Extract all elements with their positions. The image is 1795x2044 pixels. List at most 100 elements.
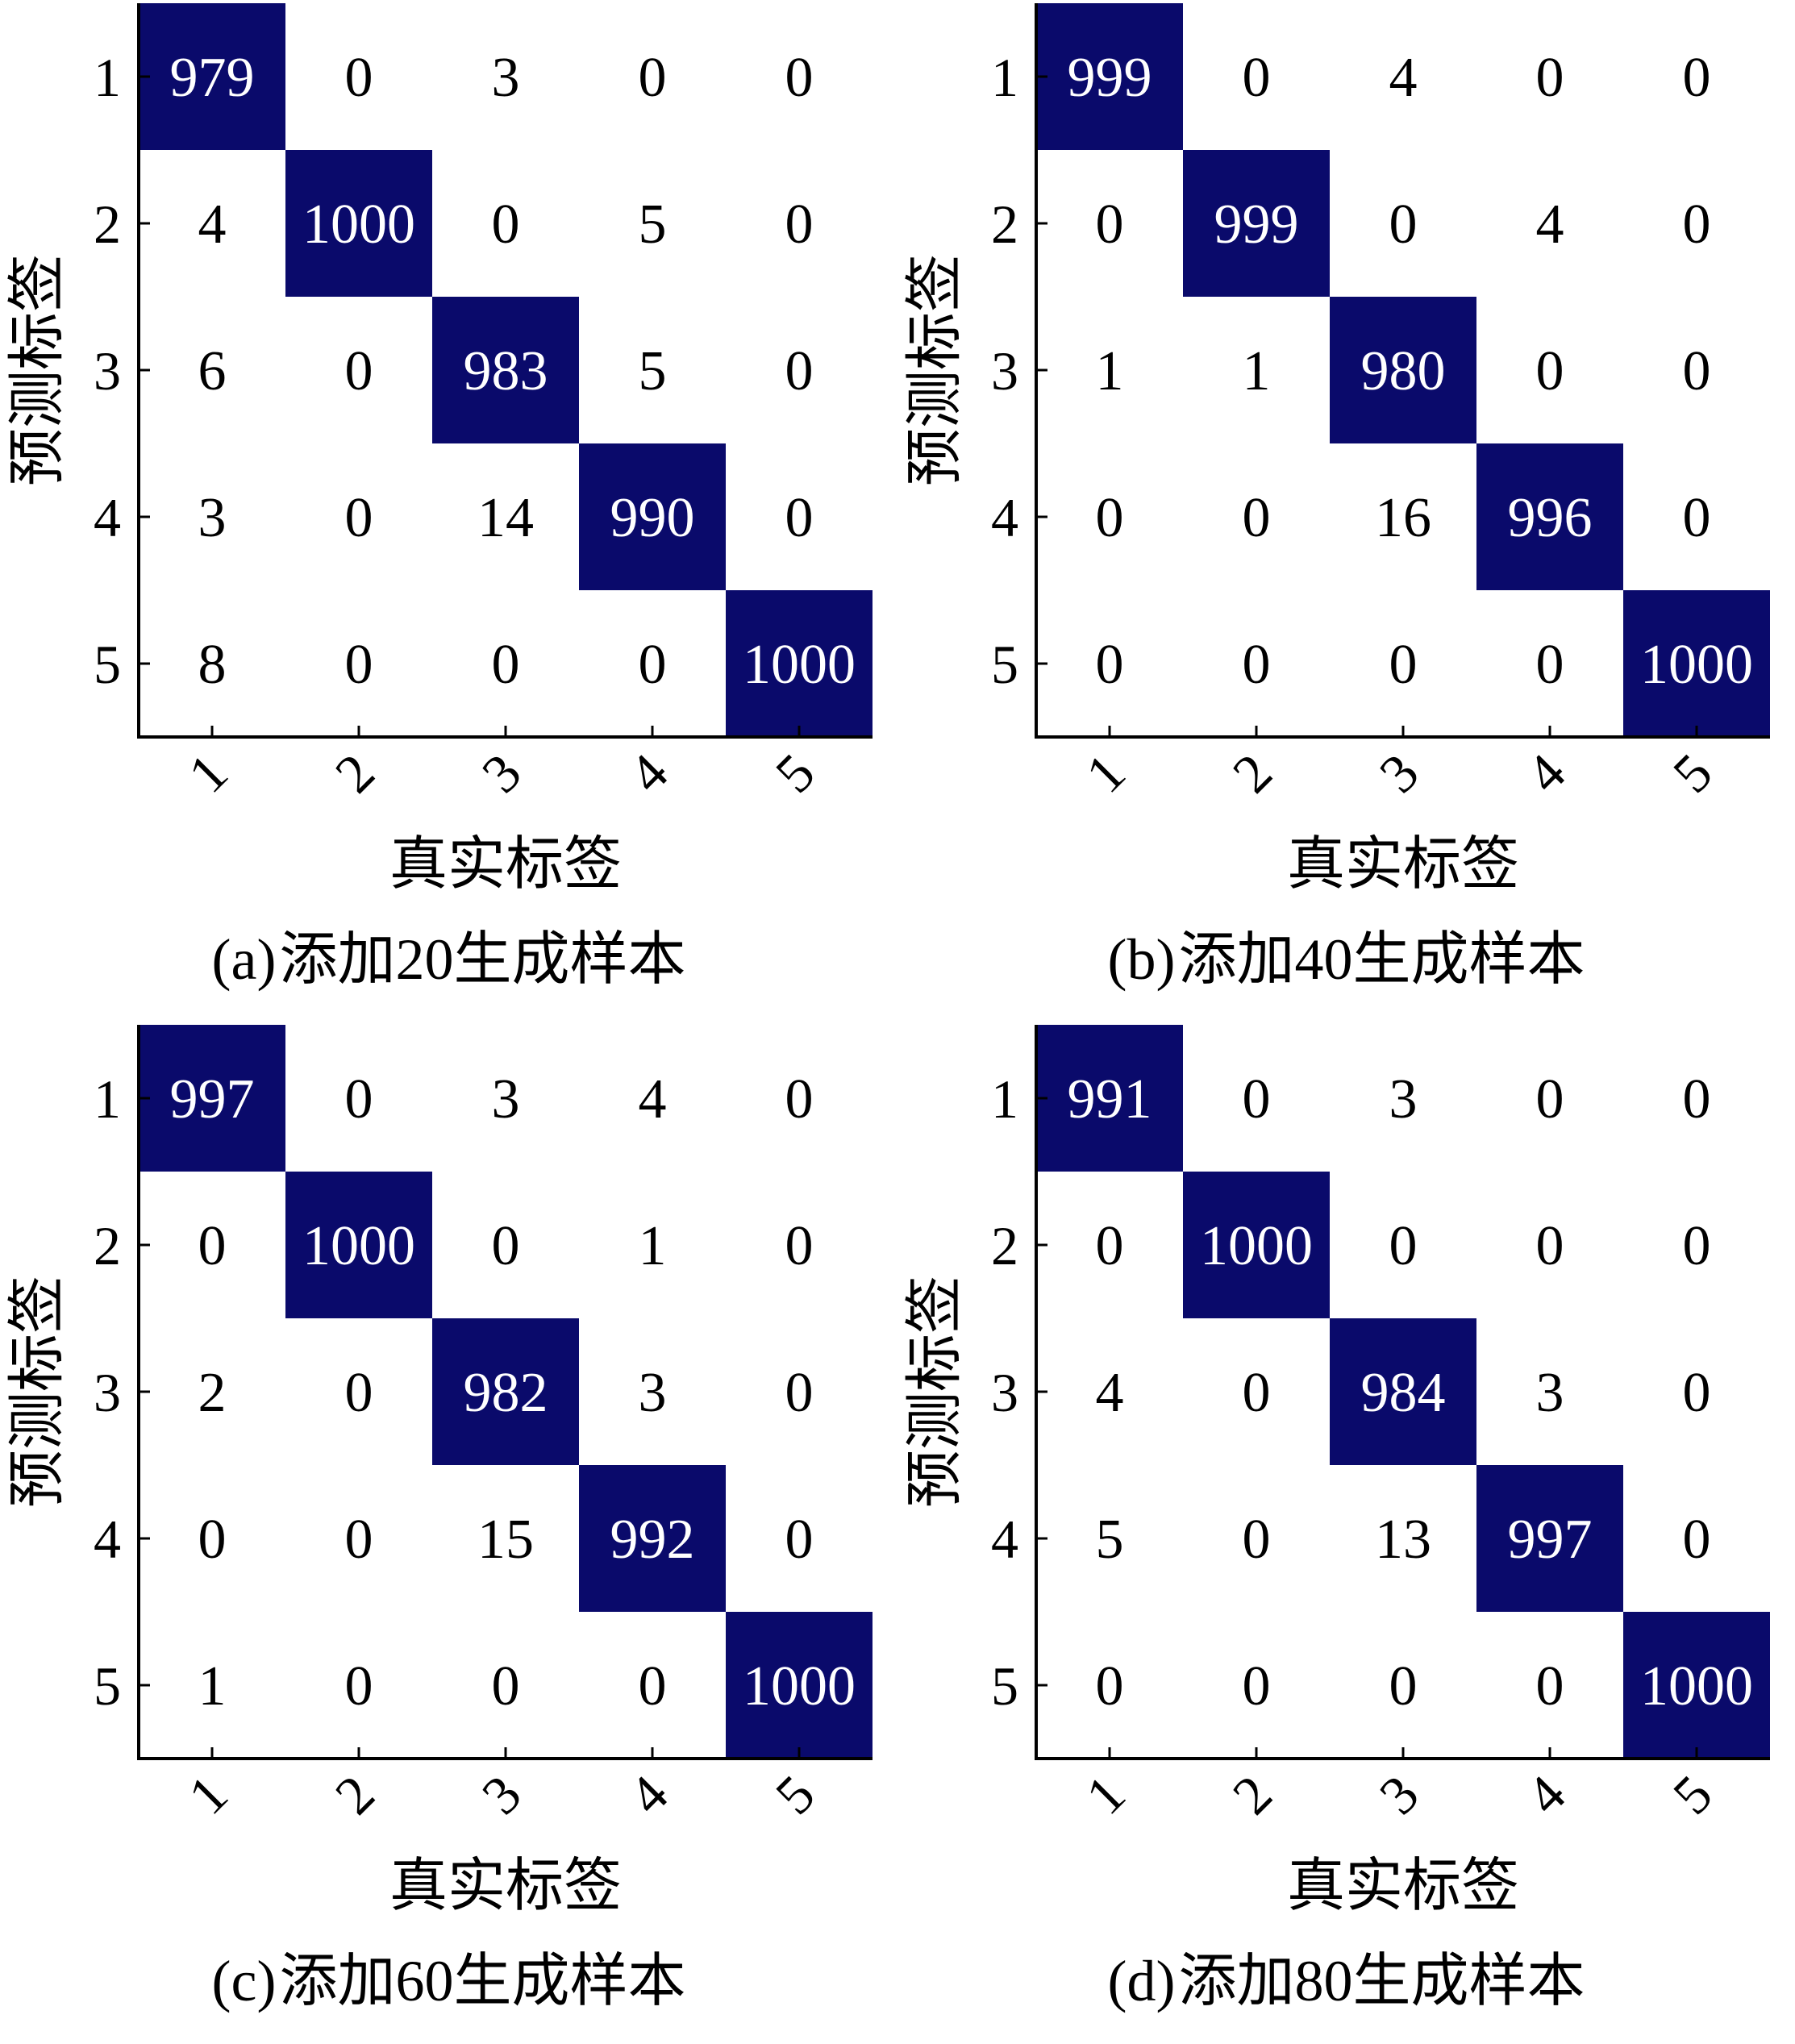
y-tick-label: 2: [991, 1215, 1018, 1276]
cell-value: 0: [1096, 1655, 1124, 1717]
cell-value: 1: [198, 1655, 227, 1717]
matrix-cell: [432, 443, 579, 590]
cell-value: 3: [1536, 1362, 1564, 1424]
cell-value: 0: [492, 1215, 520, 1277]
cell-value: 4: [1389, 47, 1418, 109]
cell-value: 0: [1243, 1362, 1271, 1424]
matrix-cell: [1623, 1172, 1770, 1318]
cell-value: 0: [785, 1068, 814, 1130]
cell-value: 14: [477, 487, 534, 549]
cell-value: 16: [1375, 487, 1431, 549]
matrix-cell: [1623, 1318, 1770, 1465]
cell-value: 0: [785, 1215, 814, 1277]
x-tick-label: 1: [1074, 1763, 1137, 1826]
caption-text: 添加60生成样本: [279, 1949, 686, 2013]
matrix-cell: [1036, 443, 1183, 590]
cell-value: 5: [1096, 1509, 1124, 1571]
matrix-cell: [726, 590, 873, 737]
cell-value: 3: [492, 47, 520, 109]
cell-value: 3: [639, 1362, 667, 1424]
cell-value: 0: [785, 1362, 814, 1424]
matrix-cell: [579, 1465, 726, 1612]
matrix-cell: [1183, 1612, 1330, 1759]
caption-label: (a): [211, 927, 277, 992]
matrix-cell: [726, 443, 873, 590]
y-tick-label: 1: [94, 47, 121, 108]
matrix-cell: [285, 1465, 432, 1612]
cell-value: 0: [1096, 487, 1124, 549]
matrix-cell: [1476, 1025, 1623, 1172]
cell-value: 0: [1389, 194, 1418, 256]
cell-value: 5: [639, 340, 667, 402]
cell-value: 982: [464, 1362, 548, 1424]
cell-value: 0: [639, 1655, 667, 1717]
matrix-cell: [726, 1465, 873, 1612]
cell-value: 6: [198, 340, 227, 402]
matrix-cell: [1183, 297, 1330, 443]
matrix-cell: [579, 150, 726, 297]
matrix-cell: [1036, 1172, 1183, 1318]
cell-value: 0: [1683, 1362, 1711, 1424]
matrix-cell: [1476, 150, 1623, 297]
matrix-cell: [1476, 590, 1623, 737]
y-tick-label: 5: [991, 1655, 1018, 1717]
matrix-cell: [139, 3, 285, 150]
y-tick-label: 5: [991, 634, 1018, 695]
y-tick-label: 2: [94, 1215, 121, 1276]
cell-value: 0: [785, 194, 814, 256]
matrix-cell: [1036, 590, 1183, 737]
y-tick-label: 1: [991, 47, 1018, 108]
y-tick-label: 3: [991, 340, 1018, 402]
y-tick-label: 3: [991, 1362, 1018, 1423]
matrix-cell: [1183, 1172, 1330, 1318]
x-tick-label: 1: [177, 742, 239, 805]
matrix-cell: [1623, 150, 1770, 297]
caption-d: (d)添加80生成样本: [898, 1949, 1795, 2013]
matrix-cell: [726, 3, 873, 150]
cell-value: 1000: [1640, 1655, 1753, 1717]
cell-value: 0: [345, 1655, 373, 1717]
x-tick-label: 3: [1368, 1763, 1431, 1826]
y-axis-title: 预测标签: [903, 1276, 968, 1508]
cell-value: 0: [1683, 1509, 1711, 1571]
cell-value: 0: [1683, 1068, 1711, 1130]
cell-value: 0: [639, 634, 667, 696]
matrix-cell: [139, 1612, 285, 1759]
matrix-cell: [1036, 150, 1183, 297]
cell-value: 0: [1243, 1655, 1271, 1717]
cell-value: 4: [1536, 194, 1564, 256]
matrix-cell: [139, 1172, 285, 1318]
matrix-cell: [432, 150, 579, 297]
matrix-cell: [432, 1612, 579, 1759]
cell-value: 0: [785, 1509, 814, 1571]
matrix-cell: [432, 590, 579, 737]
matrix-cell: [1330, 443, 1476, 590]
cell-value: 1: [1096, 340, 1124, 402]
x-tick-label: 3: [470, 742, 533, 805]
y-tick-label: 4: [991, 1509, 1018, 1570]
matrix-cell: [579, 297, 726, 443]
cell-value: 0: [1096, 634, 1124, 696]
matrix-cell: [1036, 1318, 1183, 1465]
matrix-cell: [1623, 1025, 1770, 1172]
matrix-cell: [726, 1172, 873, 1318]
matrix-cell: [285, 1612, 432, 1759]
x-tick-label: 4: [1514, 742, 1577, 805]
matrix-cell: [285, 590, 432, 737]
y-axis-title: 预测标签: [6, 254, 70, 486]
matrix-cell: [1330, 1025, 1476, 1172]
cell-value: 0: [345, 1362, 373, 1424]
matrix-cell: [1330, 1318, 1476, 1465]
matrix-cell: [1623, 443, 1770, 590]
cell-value: 0: [198, 1509, 227, 1571]
cell-value: 4: [639, 1068, 667, 1130]
matrix-cell: [726, 1612, 873, 1759]
matrix-cell: [726, 1025, 873, 1172]
matrix-cell: [1476, 297, 1623, 443]
matrix-cell: [1036, 1612, 1183, 1759]
